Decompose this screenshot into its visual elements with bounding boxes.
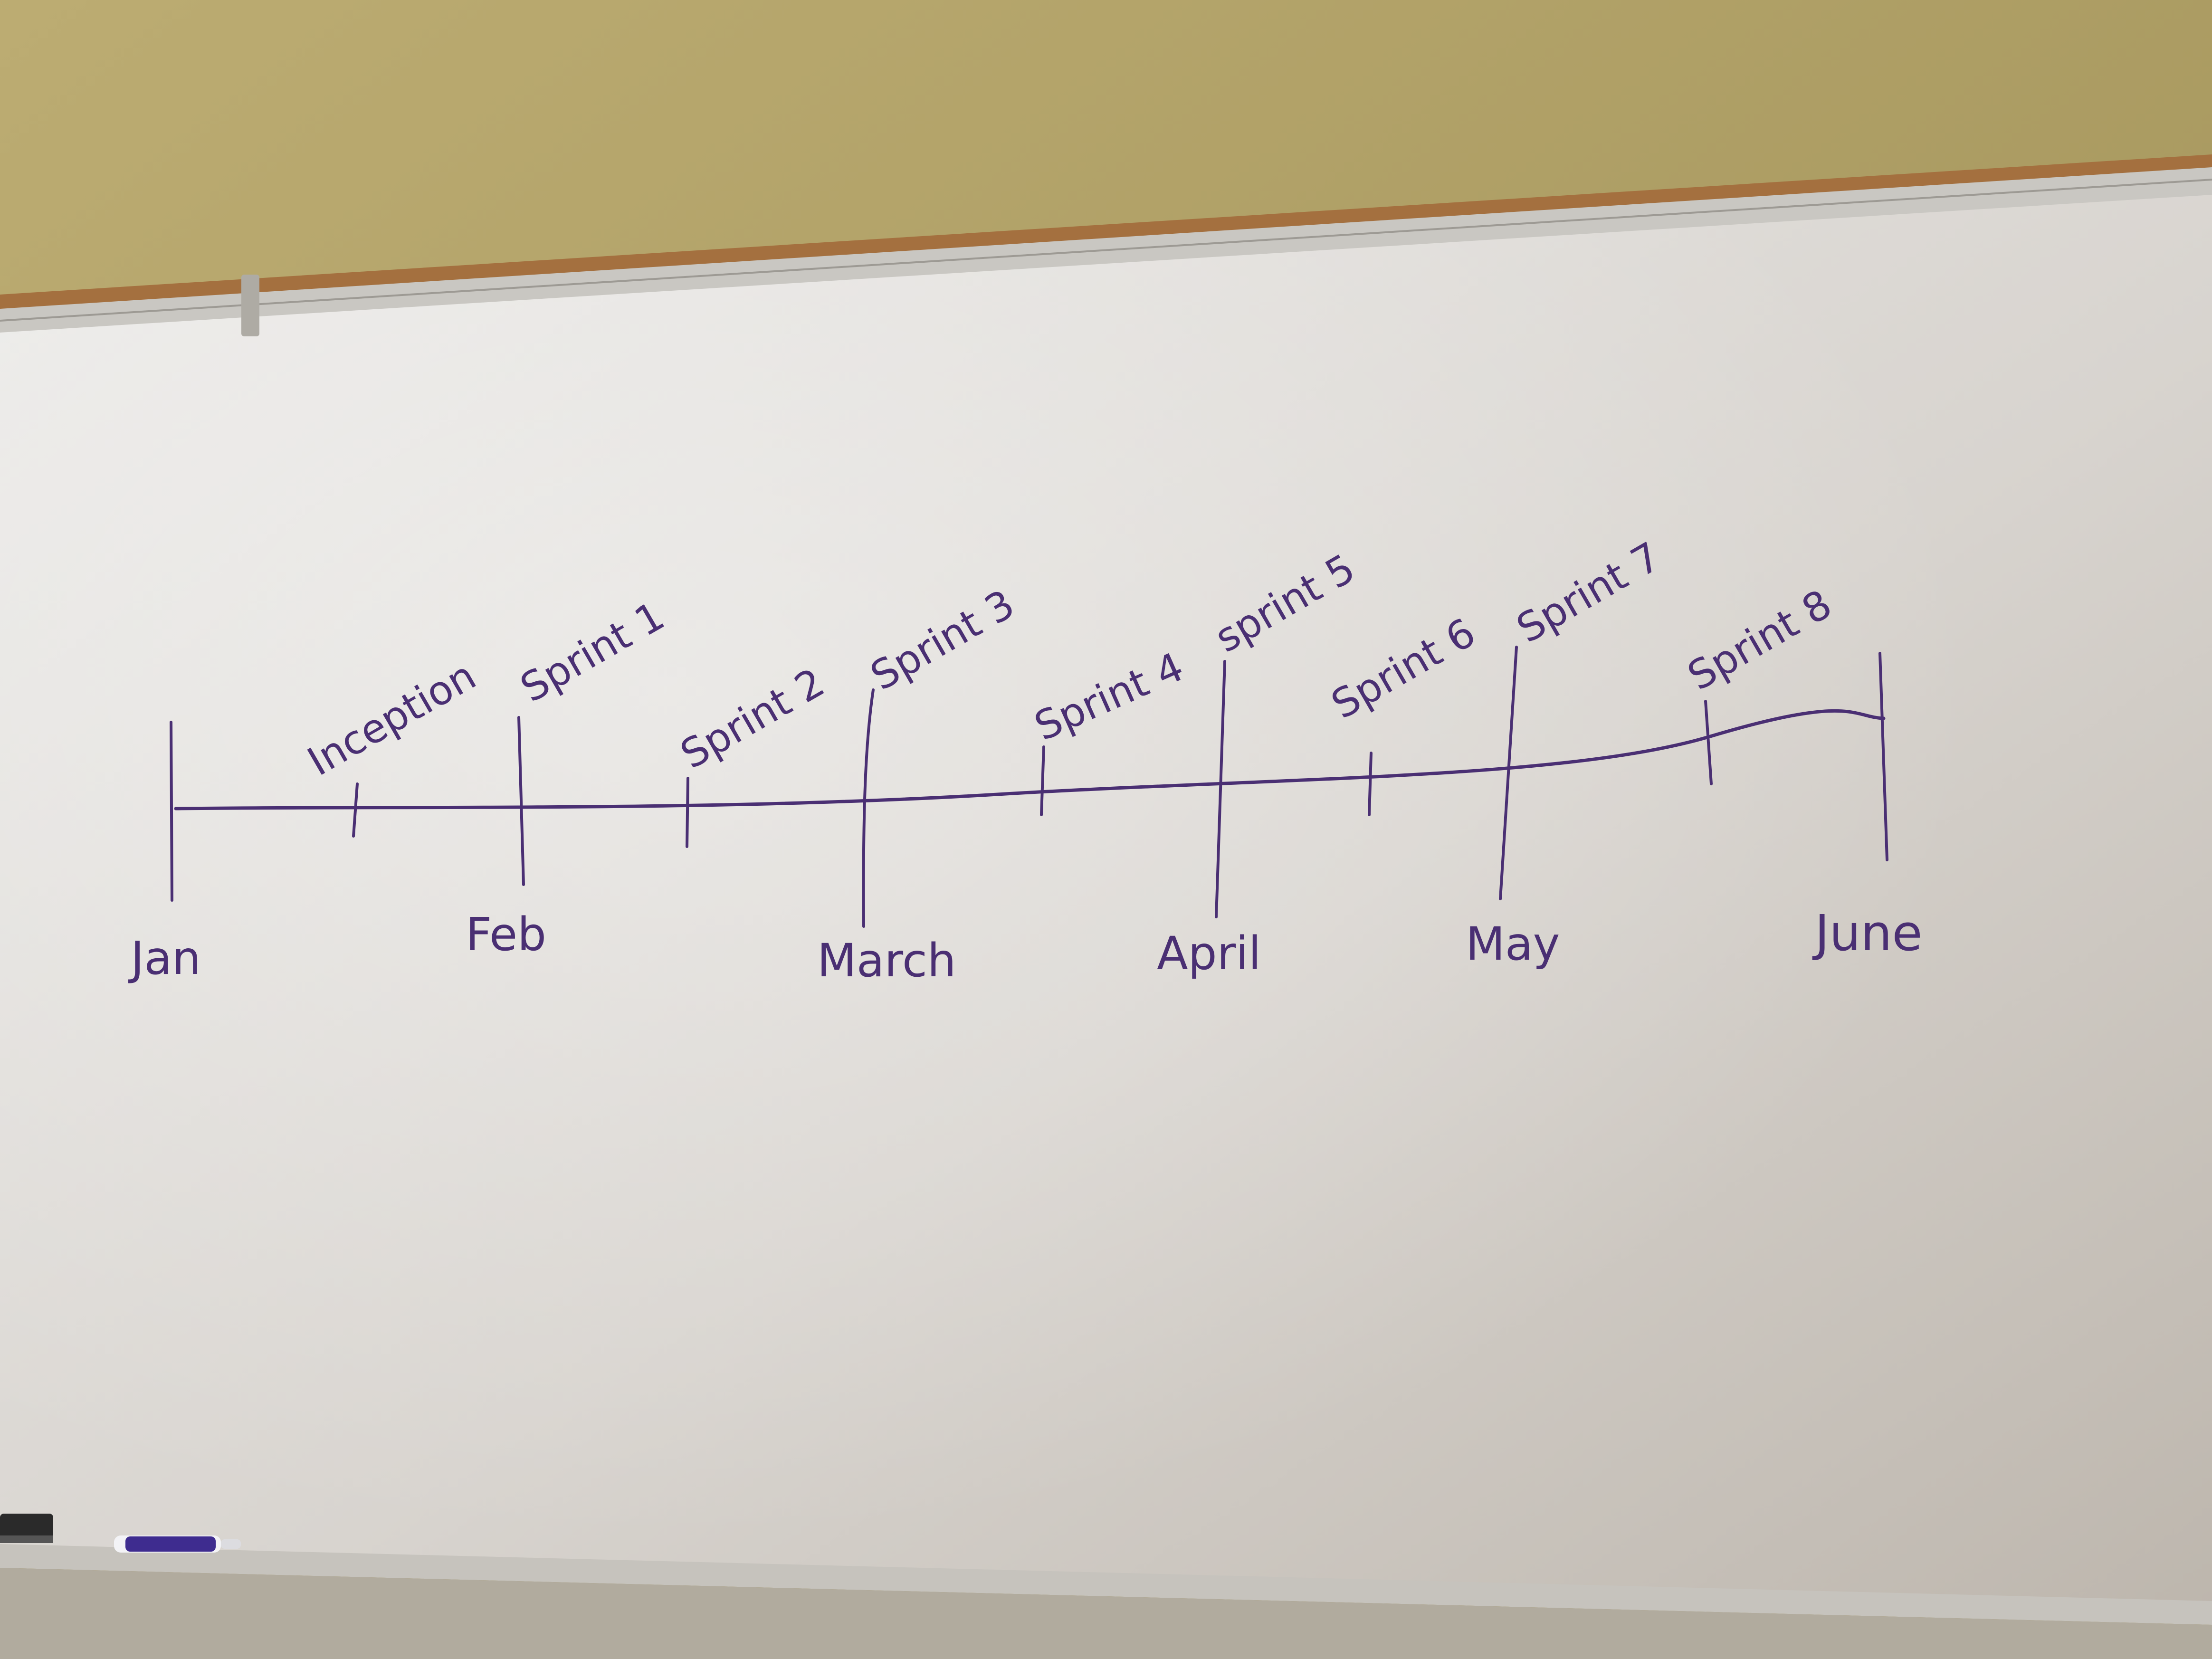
month-tick [170,721,173,902]
month-tick [517,716,525,886]
board-glare [0,188,2212,1620]
phase-tick [1368,752,1373,816]
month-label-feb: Feb [466,908,546,961]
month-tick [1499,646,1518,900]
month-tick [1215,660,1226,918]
marker-tray [0,1568,2212,1659]
month-label-jan: Jan [128,932,201,985]
month-label-march: March [817,934,956,987]
timeline-axis [174,709,1886,810]
marker-tray-top [0,1544,2212,1625]
map-clip [241,275,259,336]
phase-tick [1040,745,1045,816]
timeline-drawing [170,646,1888,928]
month-label-may: May [1466,917,1560,971]
phase-tick [686,777,689,848]
whiteboard-eraser-icon[interactable] [0,1514,53,1543]
phase-tick [1704,700,1713,785]
month-label-april: April [1157,927,1261,980]
rail-groove [0,179,2212,322]
month-tick [862,688,875,928]
month-label-june: June [1812,904,1922,962]
month-tick [1878,652,1888,861]
expo-marker-icon[interactable] [114,1535,241,1553]
phase-tick [352,782,359,838]
